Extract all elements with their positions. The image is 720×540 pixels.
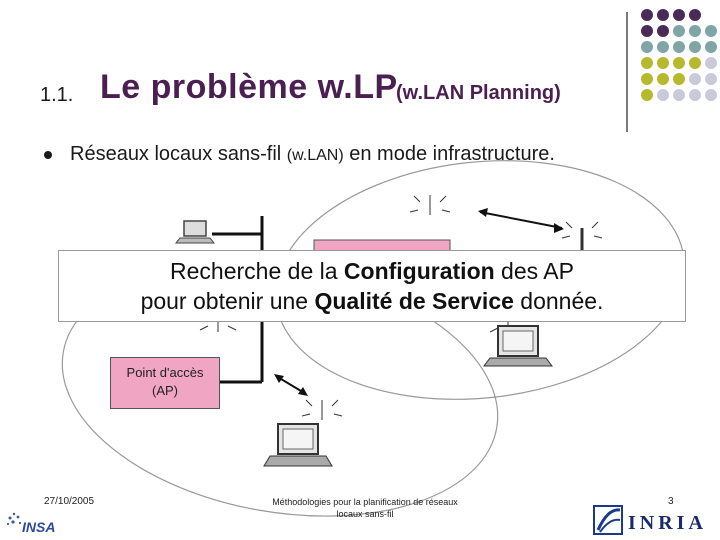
- svg-text:INRIA: INRIA: [628, 512, 707, 534]
- callout-line2: pour obtenir une Qualité de Service donn…: [59, 286, 685, 316]
- callout-box: Recherche de la Configuration des AP pou…: [58, 250, 686, 322]
- slide-title-suffix: (w.LAN Planning): [396, 82, 561, 104]
- antenna-icon-top: [409, 195, 451, 215]
- section-number: 1.1.: [40, 84, 74, 106]
- footer-date: 27/10/2005: [44, 496, 95, 507]
- callout-line2-bold: Qualité de Service: [314, 288, 514, 314]
- callout-line2-end: donnée.: [513, 288, 604, 314]
- insa-logo: INSA: [6, 512, 55, 535]
- bullet-end: en mode infrastructure.: [349, 143, 555, 165]
- page-number: 3: [668, 496, 674, 507]
- decorative-dot-grid: [641, 9, 717, 101]
- antenna-icon-left: [199, 322, 237, 332]
- callout-line1-bold: Configuration: [343, 258, 495, 284]
- laptop-icon-bottom: [263, 423, 333, 467]
- ap-label-line1: Point d'accès: [126, 365, 204, 380]
- callout-line1-text: Recherche de la: [170, 258, 344, 284]
- callout-line2-text: pour obtenir une: [140, 288, 315, 314]
- callout-line1-end: des AP: [494, 258, 574, 284]
- title-divider-line: [626, 12, 628, 132]
- wireless-arrow-bottom: [274, 374, 308, 396]
- bullet-main: Réseaux locaux sans-fil: [70, 143, 282, 165]
- wireless-arrow-top: [478, 208, 564, 233]
- footer-title-line1: Méthodologies pour la planification de r…: [272, 497, 458, 507]
- access-point-box: Point d'accès (AP): [110, 357, 220, 409]
- callout-line1: Recherche de la Configuration des AP: [59, 256, 685, 286]
- antenna-icon-right: [561, 221, 603, 250]
- laptop-icon-right: [483, 325, 553, 367]
- inria-logo: INRIA: [593, 505, 707, 535]
- ap-label-line2: (AP): [152, 383, 178, 398]
- laptop-icon-top-left: [174, 220, 216, 244]
- slide-title: Le problème w.LP: [100, 68, 398, 106]
- bullet-dot: [44, 151, 52, 159]
- bullet-text: Réseaux locaux sans-fil (w.LAN) en mode …: [70, 143, 555, 166]
- footer-title-line2: locaux sans-fil: [336, 509, 394, 519]
- svg-text:INSA: INSA: [22, 519, 55, 535]
- bullet-abbrev: (w.LAN): [286, 147, 344, 164]
- antenna-icon-bottom: [301, 399, 343, 420]
- footer-title: Méthodologies pour la planification de r…: [250, 496, 480, 520]
